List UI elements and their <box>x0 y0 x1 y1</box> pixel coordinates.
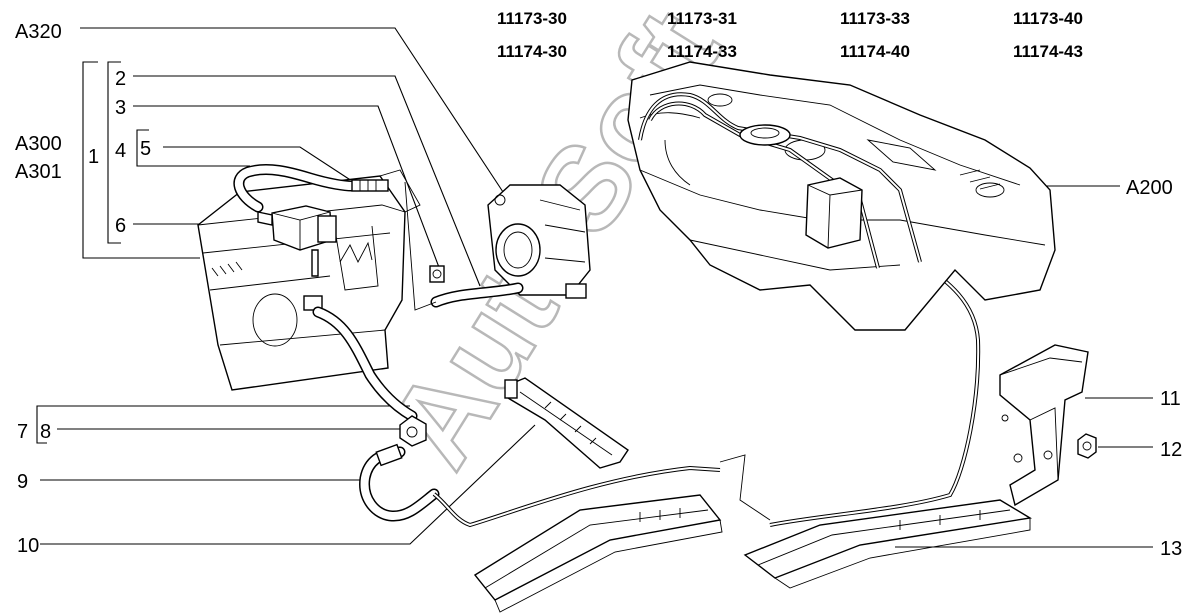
model-code: 11174-33 <box>667 42 737 61</box>
pipe-protector-right <box>743 499 1033 589</box>
label-12: 12 <box>1160 439 1182 461</box>
label-a200: A200 <box>1126 177 1173 199</box>
model-code: 11174-30 <box>497 42 567 61</box>
model-code: 11173-33 <box>840 9 910 28</box>
model-code: 11174-43 <box>1013 42 1083 61</box>
label-3: 3 <box>115 97 126 119</box>
heat-shield-11 <box>999 344 1089 507</box>
label-7: 7 <box>17 421 28 443</box>
label-a301: A301 <box>15 161 62 183</box>
hose-9 <box>359 443 440 522</box>
model-code: 11173-31 <box>667 9 737 28</box>
label-a320: A320 <box>15 21 62 43</box>
clamp-3 <box>429 265 445 283</box>
label-6: 6 <box>115 215 126 237</box>
model-code: 11173-40 <box>1013 9 1083 28</box>
label-4: 4 <box>115 140 126 162</box>
label-11: 11 <box>1160 388 1181 410</box>
label-1: 1 <box>88 146 99 168</box>
throttle-body <box>487 184 591 299</box>
label-13: 13 <box>1160 538 1182 560</box>
fuel-tank <box>627 61 1056 331</box>
air-filter-housing <box>197 169 421 391</box>
hose-7 <box>312 306 418 422</box>
label-10: 10 <box>17 535 39 557</box>
label-8: 8 <box>40 421 51 443</box>
pipe-protector-left <box>473 494 723 613</box>
check-valve-8 <box>399 415 427 447</box>
hose-5 <box>233 164 389 213</box>
leader-lines <box>40 27 1153 548</box>
callout-labels: A320 A300 A301 1 2 3 4 5 6 7 8 9 10 A200… <box>15 21 1182 560</box>
label-9: 9 <box>17 471 28 493</box>
label-2: 2 <box>115 68 126 90</box>
model-code: 11174-40 <box>840 42 910 61</box>
fuel-line-10 <box>432 454 771 528</box>
model-codes: 11173-30 11173-31 11173-33 11173-40 1117… <box>497 9 1083 61</box>
pipe-bracket <box>504 377 629 469</box>
purge-valve <box>257 205 337 311</box>
hose-2 <box>430 282 524 308</box>
label-a300: A300 <box>15 133 62 155</box>
nut-12 <box>1077 433 1097 459</box>
label-5: 5 <box>140 138 151 160</box>
model-code: 11173-30 <box>497 9 567 28</box>
grouping-brackets <box>36 61 410 444</box>
